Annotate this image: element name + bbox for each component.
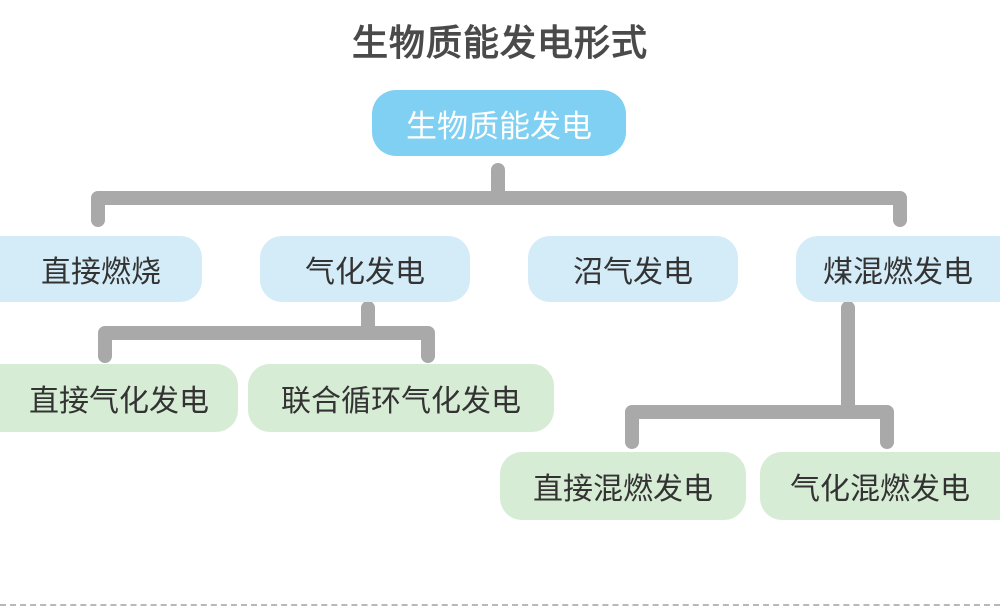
node-direct-combustion: 直接燃烧 <box>0 236 202 302</box>
node-biomass-power: 生物质能发电 <box>372 90 626 156</box>
diagram-title: 生物质能发电形式 <box>351 23 648 64</box>
node-coal-cofiring-power: 煤混燃发电 <box>796 236 1000 302</box>
node-direct-cofiring-power: 直接混燃发电 <box>500 452 746 520</box>
node-direct-gasification-power: 直接气化发电 <box>0 364 238 432</box>
node-biogas-power: 沼气发电 <box>528 236 738 302</box>
node-combined-cycle-gasification-power: 联合循环气化发电 <box>248 364 554 432</box>
bottom-dashed-divider <box>0 604 1000 606</box>
cofiring-bus-connector <box>625 405 894 449</box>
node-gasification-power: 气化发电 <box>260 236 470 302</box>
node-gasification-cofiring-power: 气化混燃发电 <box>760 452 1000 520</box>
gasification-bus-connector <box>98 326 435 363</box>
level1-bus-connector <box>91 191 907 227</box>
